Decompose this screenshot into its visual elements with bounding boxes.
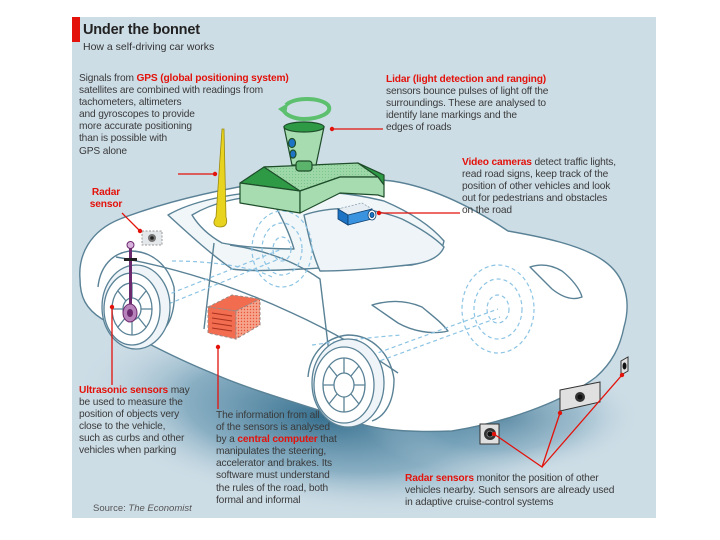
central-line: accelerator and brakes. Its	[216, 458, 332, 470]
radar-front-line-rest: monitor the position of other	[473, 473, 599, 484]
central-line: of the sensors is analysed	[216, 422, 330, 434]
hidden-wheels	[151, 210, 535, 364]
leader-dots	[109, 126, 625, 437]
infographic-panel: Under the bonnet How a self-driving car …	[72, 17, 656, 518]
lidar-annotation: Lidar (light detection and ranging) sens…	[386, 74, 586, 134]
gps-line: GPS alone	[79, 145, 127, 157]
radar-front-annotation: Radar sensors monitor the position of ot…	[405, 473, 645, 509]
central-computer-icon	[206, 294, 262, 340]
ultrasonic-line: vehicles when parking	[79, 445, 177, 457]
ultrasonic-line: position of objects very	[79, 409, 180, 421]
leader-lines	[111, 128, 623, 469]
gps-line: tachometers, altimeters	[79, 97, 182, 109]
ultrasonic-highlight: Ultrasonic sensors	[79, 385, 169, 396]
video-line: position of other vehicles and look	[462, 181, 611, 193]
radar-front-leader-b	[541, 374, 623, 468]
radar-sensor-front-right-icon	[620, 356, 629, 376]
radar-rear-leader	[121, 212, 141, 232]
gps-antenna-icon	[213, 128, 228, 228]
rotation-arrow-icon	[278, 97, 332, 122]
car-body	[79, 177, 628, 433]
gps-text-prefix: Signals from	[79, 73, 137, 84]
source-name: The Economist	[128, 503, 192, 514]
ultrasonic-line: such as curbs and other	[79, 433, 185, 445]
gps-line: than is possible with	[79, 133, 168, 145]
central-line: the rules of the road, both	[216, 482, 329, 494]
radar-front-line: in adaptive cruise-control systems	[405, 497, 554, 509]
ultrasonic-sensor-icon	[122, 241, 138, 323]
gps-line: satellites are combined with readings fr…	[79, 85, 263, 97]
video-camera-icon	[336, 202, 377, 226]
page-title: Under the bonnet	[83, 22, 200, 38]
ultrasonic-line: close to the vehicle,	[79, 421, 166, 433]
gps-highlight: GPS (global positioning system)	[136, 73, 289, 84]
radar-front-line: vehicles nearby. Such sensors are alread…	[405, 485, 615, 497]
radar-sensor-front-left-icon	[479, 423, 500, 445]
central-computer-annotation: The information from all of the sensors …	[216, 410, 376, 507]
page-subtitle: How a self-driving car works	[83, 41, 215, 53]
radar-rear-annotation: Radar sensor	[76, 187, 136, 211]
video-line: on the road	[462, 205, 512, 217]
roof-rack	[239, 162, 385, 214]
radar-sensor-front-center-icon	[559, 381, 601, 412]
gps-annotation: Signals from GPS (global positioning sys…	[79, 73, 329, 158]
video-camera-annotation: Video cameras detect traffic lights, rea…	[462, 157, 656, 217]
video-highlight: Video cameras	[462, 157, 532, 168]
lidar-highlight: Lidar (light detection and ranging)	[386, 74, 547, 85]
source-credit: Source: The Economist	[93, 503, 192, 514]
central-line: manipulates the steering,	[216, 446, 327, 458]
central-line: formal and informal	[216, 494, 301, 506]
lidar-line: surroundings. These are analysed to	[386, 98, 546, 110]
video-line: out for pedestrians and obstacles	[462, 193, 608, 205]
front-wheel	[311, 338, 385, 428]
central-suffix: that	[317, 434, 337, 446]
radar-front-highlight: Radar sensors	[405, 473, 474, 484]
ultrasonic-annotation: Ultrasonic sensors may be used to measur…	[79, 385, 219, 458]
video-line-rest: detect traffic lights,	[531, 157, 616, 168]
central-highlight: central computer	[237, 434, 318, 446]
central-prefix: by a	[216, 434, 238, 446]
lidar-line: sensors bounce pulses of light off the	[386, 86, 549, 98]
video-line: read road signs, keep track of the	[462, 169, 609, 181]
gps-line: and gyroscopes to provide	[79, 109, 195, 121]
radar-sensor-rear-icon	[141, 230, 163, 246]
radar-rear-label-line2: sensor	[89, 199, 123, 211]
source-label: Source:	[93, 503, 129, 514]
gps-line: more accurate positioning	[79, 121, 192, 133]
lidar-sensor-icon	[283, 121, 325, 172]
central-line: The information from all	[216, 410, 320, 421]
radar-rear-label-line1: Radar	[91, 187, 121, 198]
car-illustration	[74, 97, 642, 518]
ultrasonic-line-rest: may	[168, 385, 190, 396]
accent-bar	[72, 17, 80, 42]
central-line: software must understand	[216, 470, 330, 482]
lidar-line: edges of roads	[386, 122, 452, 134]
lidar-line: identify lane markings and the	[386, 110, 517, 122]
ultrasonic-line: be used to measure the	[79, 397, 183, 409]
